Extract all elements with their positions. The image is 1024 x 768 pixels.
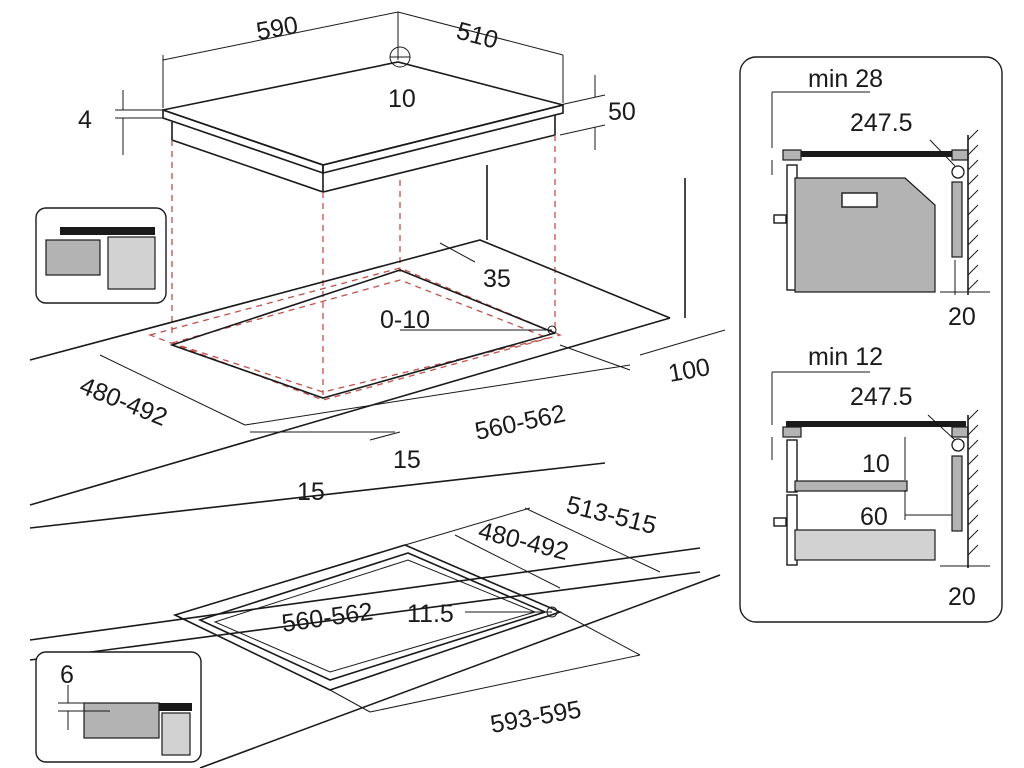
side-section-oven	[771, 91, 990, 295]
label-top-wall-gap: 20	[948, 303, 976, 331]
label-min-28: min 28	[808, 65, 883, 93]
label-rear-clearance: 100	[666, 353, 712, 388]
label-front-margin-left: 15	[297, 478, 325, 506]
label-glass-thickness: 4	[78, 106, 92, 134]
label-hob-depth: 510	[453, 17, 501, 55]
label-bottom-wall-gap: 20	[948, 583, 976, 611]
label-tolerance: 0-10	[380, 306, 430, 334]
label-front-margin-right: 15	[393, 446, 421, 474]
label-recess-outer-width: 593-595	[488, 695, 583, 739]
inset-flush-detail	[35, 207, 167, 304]
label-connection: 10	[388, 85, 416, 113]
inset-recess-detail	[35, 651, 202, 763]
label-gap-horizontal: 60	[860, 503, 888, 531]
label-cutout-depth: 480-492	[76, 372, 172, 432]
hob-dimension-lines	[115, 11, 606, 155]
label-bottom-distance: 247.5	[850, 383, 913, 411]
label-hob-width: 590	[254, 11, 300, 46]
label-min-12: min 12	[808, 343, 883, 371]
countertop-flush	[29, 165, 726, 529]
label-gap-vertical: 10	[862, 450, 890, 478]
label-rebate-depth: 6	[60, 661, 74, 689]
label-hob-height: 50	[608, 98, 636, 126]
label-recess-inner-depth: 480-492	[476, 517, 572, 566]
label-top-distance: 247.5	[850, 109, 913, 137]
label-rear-gap: 35	[483, 265, 511, 293]
side-panel	[739, 56, 1003, 623]
label-recess-radius: 11.5	[407, 600, 454, 628]
hob-unit	[159, 61, 564, 193]
label-cutout-width: 560-562	[472, 399, 568, 445]
side-section-drawer	[771, 371, 990, 568]
countertop-recess	[29, 507, 721, 768]
